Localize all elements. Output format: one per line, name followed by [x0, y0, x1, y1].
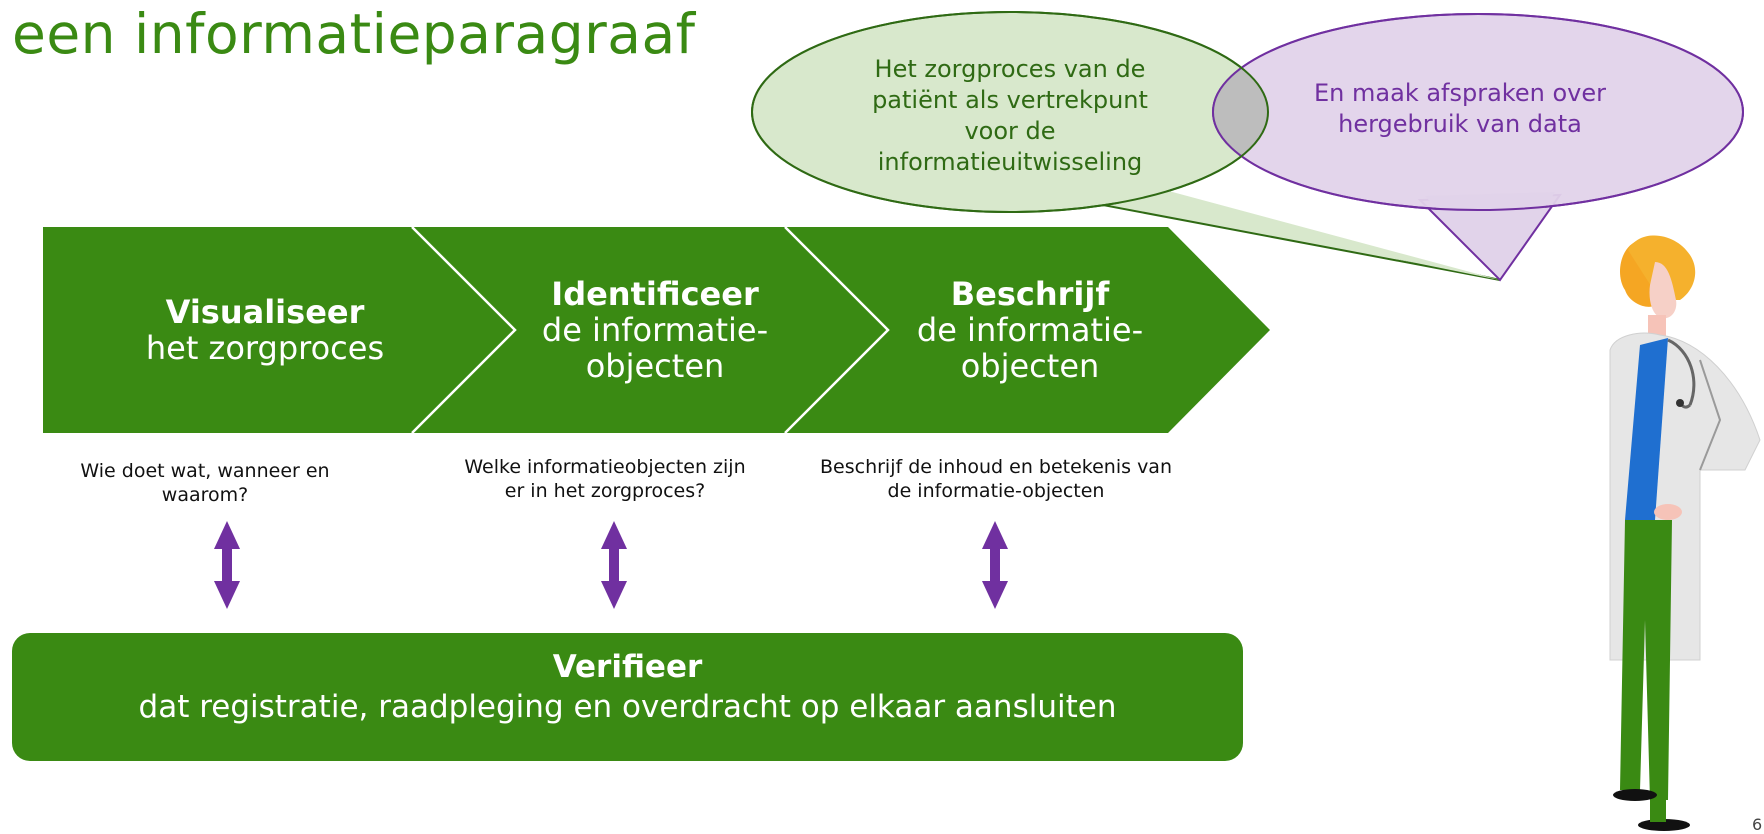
step-subtitle: de informatie-objecten [916, 311, 1144, 385]
step-question: Wie doet wat, wanneer en waarom? [80, 460, 330, 506]
page-number: 6 [1752, 815, 1763, 834]
bubble-purple-text: En maak afspraken over hergebruik van da… [1314, 79, 1606, 138]
doctor-illustration [1609, 235, 1761, 831]
step-beschrijf: Beschrijf de informatie-objecten [905, 276, 1155, 384]
step-question: Beschrijf de inhoud en betekenis van de … [820, 456, 1172, 502]
step-subtitle: de informatie-objecten [541, 311, 769, 385]
step-subtitle: het zorgproces [145, 329, 385, 367]
verify-subtitle: dat registratie, raadpleging en overdrac… [138, 689, 1117, 725]
step-title: Beschrijf [950, 275, 1110, 313]
step-visualiseer: Visualiseer het zorgproces [95, 294, 435, 366]
chevron-process [43, 226, 1270, 434]
verify-box: Verifieer dat registratie, raadpleging e… [12, 633, 1243, 761]
step-title: Identificeer [551, 275, 759, 313]
verify-title: Verifieer [552, 649, 703, 685]
speech-bubble-green [751, 11, 1501, 281]
step-question: Welke informatieobjecten zijn er in het … [464, 456, 746, 502]
double-arrow-icon [601, 521, 627, 609]
step-title: Visualiseer [165, 293, 365, 331]
bubble-green-text: Het zorgproces van de patiënt als vertre… [872, 55, 1148, 176]
double-arrow-icon [982, 521, 1008, 609]
page-title: een informatieparagraaf [12, 2, 696, 66]
double-arrow-icon [214, 521, 240, 609]
step-identificeer: Identificeer de informatie-objecten [530, 276, 780, 384]
